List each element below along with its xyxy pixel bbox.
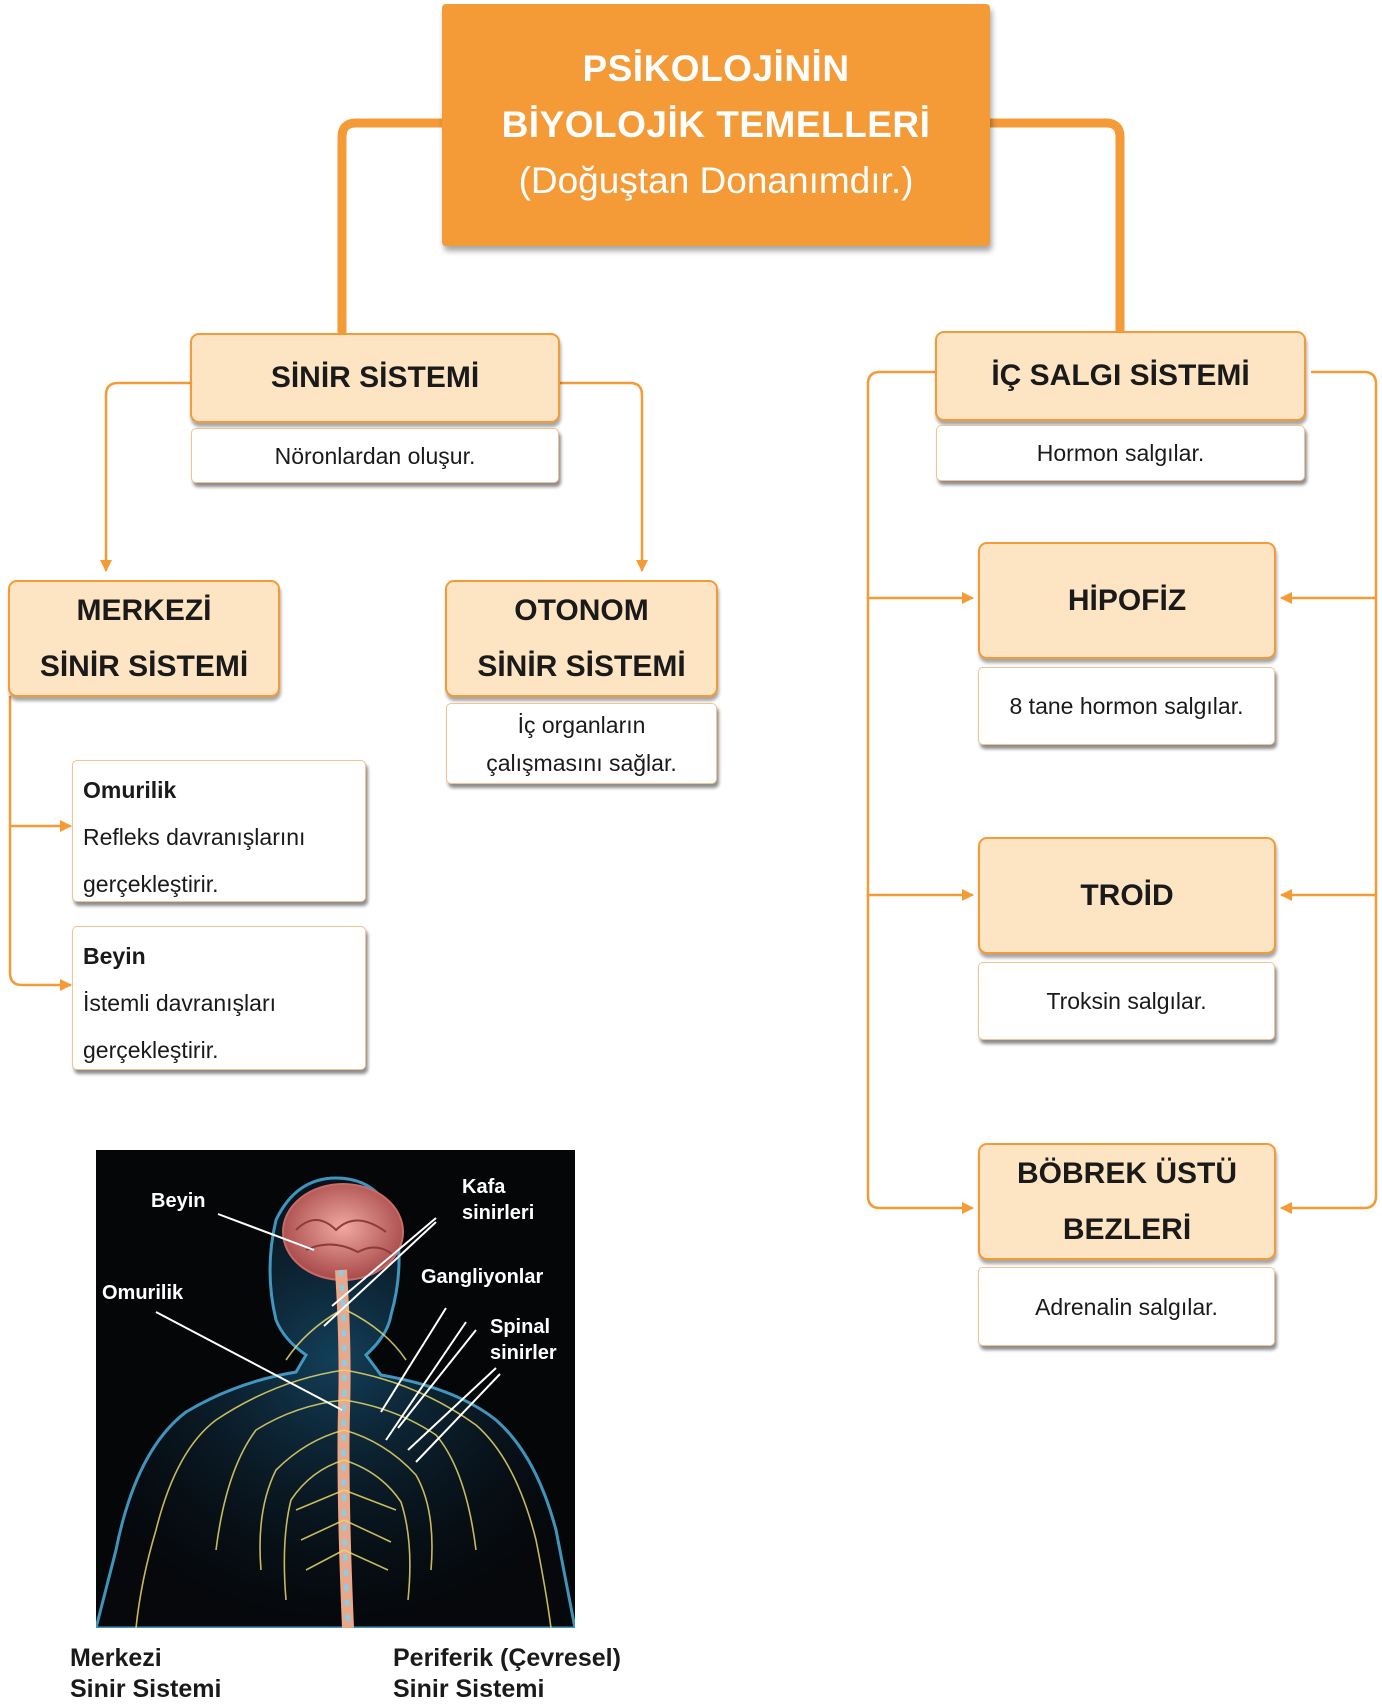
caption-peripheral: Periferik (Çevresel) Sinir Sistemi <box>393 1643 621 1705</box>
endocrine-left-bracket <box>866 370 974 1214</box>
hipofiz-box: HİPOFİZ <box>978 542 1276 659</box>
label-gangliyonlar: Gangliyonlar <box>421 1266 544 1288</box>
label-kafa: Kafa <box>462 1176 506 1198</box>
beyin-line2: gerçekleştirir. <box>83 1037 219 1063</box>
leader-lines <box>155 1213 501 1463</box>
central-line2: SİNİR SİSTEMİ <box>39 649 249 683</box>
autonomic-nervous-system-box: OTONOM SİNİR SİSTEMİ <box>445 580 718 697</box>
autonomic-note-line1: İç organların <box>517 711 646 738</box>
troid-note: Troksin salgılar. <box>978 962 1275 1040</box>
caption-central: Merkezi Sinir Sistemi <box>70 1643 221 1705</box>
endocrine-system-note-text: Hormon salgılar. <box>1036 440 1205 466</box>
hipofiz-note: 8 tane hormon salgılar. <box>978 667 1275 745</box>
bobrek-ustu-box: BÖBREK ÜSTÜ BEZLERİ <box>978 1143 1276 1260</box>
endocrine-system-title: İÇ SALGI SİSTEMİ <box>991 359 1250 392</box>
endocrine-right-bracket <box>1280 370 1378 1214</box>
autonomic-line1: OTONOM <box>514 593 649 627</box>
main-title-line3: (Doğuştan Donanımdır.) <box>518 160 914 201</box>
central-left-line <box>8 695 72 991</box>
troid-note-text: Troksin salgılar. <box>1046 988 1207 1014</box>
label-beyin: Beyin <box>151 1190 206 1212</box>
endocrine-system-box: İÇ SALGI SİSTEMİ <box>935 331 1306 421</box>
beyin-box: Beyin İstemli davranışları gerçekleştiri… <box>72 926 366 1070</box>
nervous-to-autonomic-arrow <box>558 381 648 572</box>
main-to-endocrine-connector <box>985 118 1125 335</box>
hipofiz-title: HİPOFİZ <box>1067 583 1187 617</box>
omurilik-box: Omurilik Refleks davranışlarını gerçekle… <box>72 760 366 902</box>
autonomic-line2: SİNİR SİSTEMİ <box>477 649 686 683</box>
caption-central-line2: Sinir Sistemi <box>70 1675 222 1703</box>
bobrek-ustu-line2: BEZLERİ <box>1062 1212 1192 1246</box>
bobrek-ustu-line1: BÖBREK ÜSTÜ <box>1016 1156 1237 1190</box>
body-figure <box>96 1176 575 1628</box>
beyin-line1: İstemli davranışları <box>83 990 277 1016</box>
nervous-system-box: SİNİR SİSTEMİ <box>190 333 560 423</box>
nervous-system-title: SİNİR SİSTEMİ <box>270 361 480 394</box>
bobrek-ustu-note-text: Adrenalin salgılar. <box>1035 1293 1218 1320</box>
bobrek-ustu-note: Adrenalin salgılar. <box>978 1267 1275 1346</box>
autonomic-note: İç organların çalışmasını sağlar. <box>446 703 717 784</box>
nervous-system-illustration: Beyin Kafa sinirleri Omurilik Gangliyonl… <box>96 1150 575 1628</box>
main-title-line1: PSİKOLOJİNİN <box>582 48 850 89</box>
body-silhouette <box>96 1176 575 1628</box>
omurilik-title: Omurilik <box>83 777 177 803</box>
central-line1: MERKEZİ <box>76 593 212 627</box>
label-spinal: Spinal <box>490 1316 551 1338</box>
omurilik-line1: Refleks davranışlarını <box>83 824 306 850</box>
main-title-box: PSİKOLOJİNİN BİYOLOJİK TEMELLERİ (Doğuşt… <box>442 4 990 246</box>
autonomic-note-line2: çalışmasını sağlar. <box>486 749 677 776</box>
troid-box: TROİD <box>978 837 1276 954</box>
troid-title: TROİD <box>1080 878 1174 912</box>
nervous-system-note: Nöronlardan oluşur. <box>191 428 559 483</box>
beyin-title: Beyin <box>83 943 146 969</box>
endocrine-system-note: Hormon salgılar. <box>936 425 1305 481</box>
omurilik-line2: gerçekleştirir. <box>83 871 219 897</box>
main-title-line2: BİYOLOJİK TEMELLERİ <box>501 104 931 145</box>
hipofiz-note-text: 8 tane hormon salgılar. <box>1009 693 1244 719</box>
nerve-network <box>135 1309 552 1628</box>
label-spinal-sinirler: sinirler <box>490 1342 557 1364</box>
caption-central-line1: Merkezi <box>70 1644 162 1672</box>
nervous-system-note-text: Nöronlardan oluşur. <box>274 442 476 469</box>
caption-peripheral-line1: Periferik (Çevresel) <box>393 1644 621 1672</box>
caption-peripheral-line2: Sinir Sistemi <box>393 1675 545 1703</box>
label-kafa-sinirleri: sinirleri <box>462 1202 535 1224</box>
central-nervous-system-box: MERKEZİ SİNİR SİSTEMİ <box>8 580 280 697</box>
label-omurilik: Omurilik <box>102 1282 184 1304</box>
nervous-to-central-arrow <box>100 381 192 572</box>
main-to-nervous-connector <box>337 118 447 337</box>
